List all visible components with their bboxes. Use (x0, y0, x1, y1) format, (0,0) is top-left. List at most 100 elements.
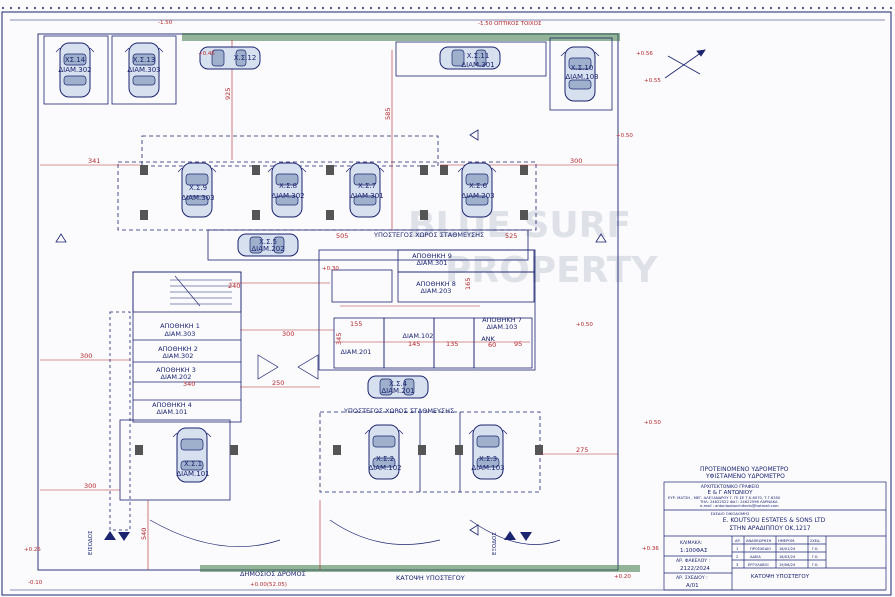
dim-95: 95 (514, 340, 522, 348)
dim-540: 540 (140, 528, 148, 540)
dim-341: 341 (88, 157, 100, 165)
level-025: +0.25 (24, 547, 41, 553)
tb-contact: ΤΗΛ: 24622522 ΦΑΞ: 24622596 ΛΑΡΝΑΚΑ (699, 500, 778, 504)
tb-office: ΑΡΧΙΤΕΚΤΟΝΙΚΟ ΓΡΑΦΕΙΟ (701, 484, 760, 490)
level-036: +0.36 (642, 546, 659, 552)
tb-scale-label: ΚΛΙΜΑΚΑ: (680, 540, 703, 546)
revision-table: ΑΡ. ΑΝΑΘΕΩΡΗΣΗ ΗΜΕΡΟΜ. ΣΧΕΔ. 1 ΠΡΟΣΧΕΔΙΟ… (735, 539, 821, 567)
parking-11-unit: ΔΙΑΜ.301 (461, 61, 494, 69)
level-020: +0.20 (614, 574, 631, 580)
parking-5-id: Χ.Σ.5 (259, 238, 277, 246)
svg-text:ΠΡΟΣΧΕΔΙΟ: ΠΡΟΣΧΕΔΙΟ (750, 547, 771, 551)
tb-firm: Ε & Γ ΑΝΤΩΝΙΟΥ (708, 490, 754, 496)
storage-8-label: ΑΠΟΘΗΚΗ 8 (416, 280, 456, 288)
dim-60: 60 (488, 341, 496, 349)
svg-text:18/01/24: 18/01/24 (779, 547, 796, 551)
storage-9-label: ΑΠΟΘΗΚΗ 9 (412, 252, 452, 260)
storage-unit-201: ΔΙΑΜ.201 (341, 348, 372, 356)
level-050-b: +0.50 (576, 322, 593, 328)
level-000: +0.00(52.05) (250, 582, 287, 588)
svg-text:Γ.Κ.: Γ.Κ. (812, 555, 819, 559)
floor-title-bottom: ΚΑΤΟΨΗ ΥΠΟΣΤΕΓΟΥ (396, 574, 465, 582)
parking-2-id: Χ.Σ.2 (376, 455, 394, 463)
svg-text:ΑΝΑΘΕΩΡΗΣΗ: ΑΝΑΘΕΩΡΗΣΗ (746, 539, 772, 543)
parking-9-id: Χ.Σ.9 (189, 184, 207, 192)
svg-text:ΕΡΓΟΛΑΒΟΙ: ΕΡΓΟΛΑΒΟΙ (748, 563, 769, 567)
level-055: +0.55 (644, 78, 661, 84)
dim-340: 340 (183, 380, 195, 388)
dim-165: 165 (464, 278, 472, 290)
storage-9-unit: ΔΙΑΜ.301 (417, 259, 448, 267)
svg-text:Γ.Κ.: Γ.Κ. (812, 547, 819, 551)
storage-2-unit: ΔΙΑΜ.302 (163, 352, 194, 360)
north-arrow-icon (664, 49, 706, 79)
tb-client: Ε. KOUTSOU ESTATES & SONS LTD (723, 517, 826, 524)
parking-12-id: Χ.Σ.12 (234, 54, 257, 62)
parking-8-id: Χ.Σ.8 (279, 182, 297, 190)
svg-text:3: 3 (736, 563, 738, 567)
parking-10-unit: ΔΙΑΜ.103 (565, 73, 598, 81)
parking-6-id: Χ.Σ.6 (469, 182, 488, 190)
svg-text:ΣΧΕΔ.: ΣΧΕΔ. (810, 539, 821, 543)
dim-240: 240 (228, 282, 240, 290)
svg-text:ΑΡ.: ΑΡ. (735, 539, 741, 543)
dim-525: 525 (505, 232, 517, 240)
tb-sheet-no: A/01 (686, 583, 699, 589)
svg-text:ΑΔΕΙΑ: ΑΔΕΙΑ (750, 555, 761, 559)
dim-925: 925 (224, 88, 232, 100)
svg-text:19/06/24: 19/06/24 (779, 563, 796, 567)
parking-3-id: Χ.Σ.3 (479, 455, 497, 463)
dim-155: 155 (350, 320, 362, 328)
parking-11-id: Χ.Σ.11 (467, 52, 490, 60)
dim-345: 345 (335, 333, 343, 345)
tb-file-label: ΑΡ. ΦΑΚΕΛΟΥ : (676, 558, 711, 564)
dim-300-mid: 300 (282, 330, 294, 338)
parking-5-unit: ΔΙΑΜ.202 (251, 245, 284, 253)
tb-scale: 1:100ΦΑΣ (680, 548, 708, 554)
parking-4-id: Χ.Σ.4 (389, 380, 408, 388)
dim-300-bottom: 300 (84, 482, 96, 490)
parking-1-id: Χ.Σ.1 (184, 460, 202, 468)
storage-4-unit: ΔΙΑΜ.101 (157, 408, 188, 416)
dim-300-top: 300 (570, 157, 582, 165)
svg-text:ΗΜΕΡΟΜ.: ΗΜΕΡΟΜ. (778, 539, 795, 543)
storage-unit-102: ΔΙΑΜ.102 (403, 332, 434, 340)
tb-sheet-label: ΑΡ. ΣΧΕΔΙΟΥ : (676, 575, 708, 581)
svg-text:18/03/24: 18/03/24 (779, 555, 796, 559)
tb-file-no: 2122/2024 (680, 566, 710, 572)
level-050-a: +0.50 (616, 133, 633, 139)
parking-3-unit: ΔΙΑΜ.103 (471, 464, 504, 472)
entry-exit-arrows (104, 531, 532, 541)
tb-email: e-mail : antonioubarchitects@hotmail.com (700, 504, 779, 508)
parking-6-unit: ΔΙΑΜ.203 (461, 192, 494, 200)
storage-8-unit: ΔΙΑΜ.203 (421, 287, 452, 295)
entry-label-right: ΕΞΟΔΟΣ (492, 532, 498, 555)
tb-plan-title: ΚΑΤΟΨΗ ΥΠΟΣΤΕΓΟΥ (751, 574, 810, 580)
tb-address: ΕΥΡ. ΜΑΤΣΗ , ΜΕΓ. ΑΛΕΞΑΝΔΡΟΥ Γ. ΓΕ.ΣΕ Τ.… (668, 496, 781, 500)
level-050-c: +0.50 (644, 420, 661, 426)
parking-7-id: Χ.Σ.7 (358, 182, 376, 190)
parking-7-unit: ΔΙΑΜ.301 (350, 192, 383, 200)
level-minus-010: -0.10 (28, 580, 43, 586)
storage-7-label: ΑΠΟΘΗΚΗ 7 (482, 316, 522, 324)
storage-2-label: ΑΠΟΘΗΚΗ 2 (158, 345, 198, 353)
storage-4-label: ΑΠΟΘΗΚΗ 4 (152, 401, 192, 409)
tb-site: ΣΤΗΝ ΑΡΑΔΙΠΠΟΥ ΟΚ.1217 (729, 525, 810, 532)
storage-1-label: ΑΠΟΘΗΚΗ 1 (160, 322, 200, 330)
watermark-line2: PROPERTY (445, 250, 658, 291)
title-block (663, 481, 887, 591)
dim-300-left: 300 (80, 352, 92, 360)
storage-7-unit: ΔΙΑΜ.103 (487, 323, 518, 331)
dim-275: 275 (576, 446, 588, 454)
dim-145: 145 (408, 340, 420, 348)
dim-585: 585 (384, 108, 392, 120)
dim-505: 505 (336, 232, 348, 240)
svg-text:2: 2 (736, 555, 738, 559)
dim-250: 250 (272, 379, 284, 387)
parking-10-id: Χ.Σ.10 (571, 64, 594, 72)
storage-3-unit: ΔΙΑΜ.202 (161, 373, 192, 381)
level-030: +0.30 (322, 266, 339, 272)
entry-label-left: ΕΙΣΟΔΟΣ (88, 530, 94, 555)
parking-area-top-label: ΥΠΟΣΤΕΓΟΣ ΧΩΡΟΣ ΣΤΑΘΜΕΥΣΗΣ (373, 231, 484, 239)
level-top-left: -1.50 (158, 20, 173, 26)
